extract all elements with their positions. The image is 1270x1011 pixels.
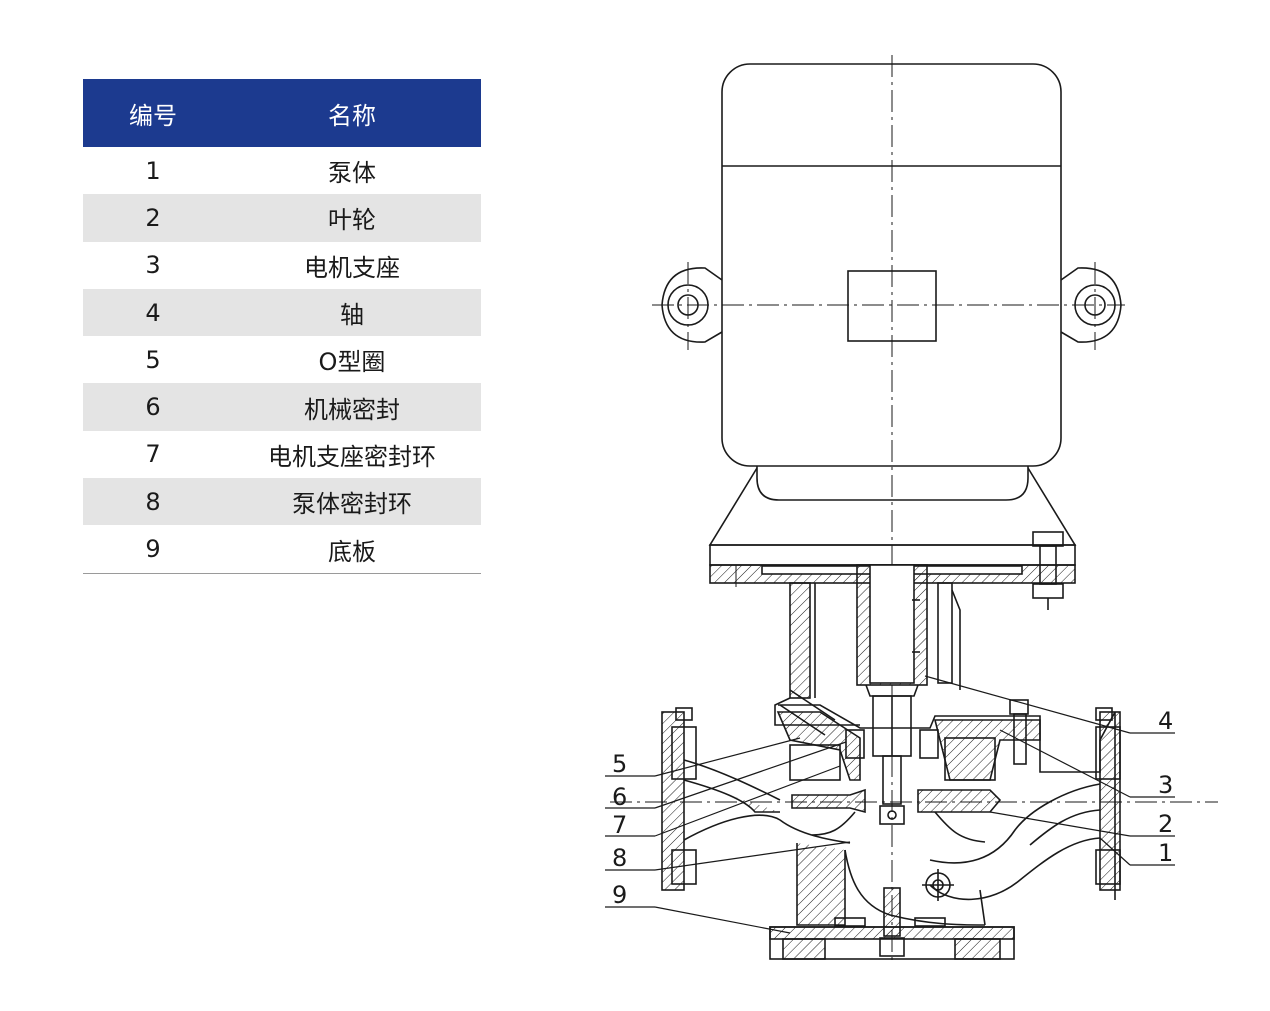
- row-name: 电机支座密封环: [268, 442, 436, 471]
- header-number: 编号: [83, 79, 223, 147]
- callout-3: 3: [1158, 771, 1173, 799]
- callout-1: 1: [1158, 839, 1173, 867]
- table-row: 6 机械密封: [83, 383, 481, 431]
- table-row: 5 O型圈: [83, 336, 481, 383]
- row-name: 泵体密封环: [223, 478, 481, 526]
- callout-2: 2: [1158, 810, 1173, 838]
- table-row: 9 底板: [83, 525, 481, 574]
- row-number: 2: [83, 194, 223, 242]
- row-name: 轴: [223, 288, 481, 337]
- table-row: 4 轴: [83, 288, 481, 337]
- row-number: 3: [145, 251, 161, 280]
- callout-4: 4: [1158, 707, 1173, 735]
- leader-lines: [605, 675, 1175, 934]
- table-row: 2 叶轮: [83, 194, 481, 242]
- row-name: 机械密封: [223, 383, 481, 431]
- table-row: 8 泵体密封环: [83, 478, 481, 526]
- callout-7: 7: [612, 811, 627, 839]
- row-number: 5: [145, 345, 161, 374]
- row-name: 电机支座: [304, 253, 400, 282]
- row-name: 泵体: [328, 159, 376, 188]
- table-row: 3 电机支座: [83, 242, 481, 289]
- table-row: 1 泵体: [83, 147, 481, 194]
- callout-6: 6: [612, 783, 627, 811]
- row-number: 1: [145, 156, 161, 185]
- row-name: 叶轮: [223, 194, 481, 242]
- motor: [661, 63, 1122, 501]
- parts-table: 编号 名称 1 泵体 2 叶轮 3 电机支座 4 轴 5 O型圈 6 机械密封: [83, 79, 481, 574]
- row-name: O型圈: [318, 348, 386, 377]
- callout-8: 8: [612, 844, 627, 872]
- callout-9: 9: [612, 881, 627, 909]
- row-number: 4: [83, 288, 223, 337]
- row-number: 8: [83, 478, 223, 526]
- base-plate: [769, 869, 1015, 960]
- callout-5: 5: [612, 750, 627, 778]
- centerlines: [610, 55, 1218, 960]
- row-number: 6: [83, 383, 223, 431]
- header-name: 名称: [223, 79, 481, 147]
- row-number: 9: [83, 525, 223, 574]
- impeller: [791, 788, 1002, 843]
- table-header-row: 编号 名称: [83, 79, 481, 147]
- table-row: 7 电机支座密封环: [83, 431, 481, 478]
- row-name: 底板: [223, 525, 481, 574]
- terminal-box: [847, 270, 937, 342]
- row-number: 7: [145, 440, 161, 469]
- pump-casing: [661, 689, 1121, 926]
- shaft: [856, 564, 928, 805]
